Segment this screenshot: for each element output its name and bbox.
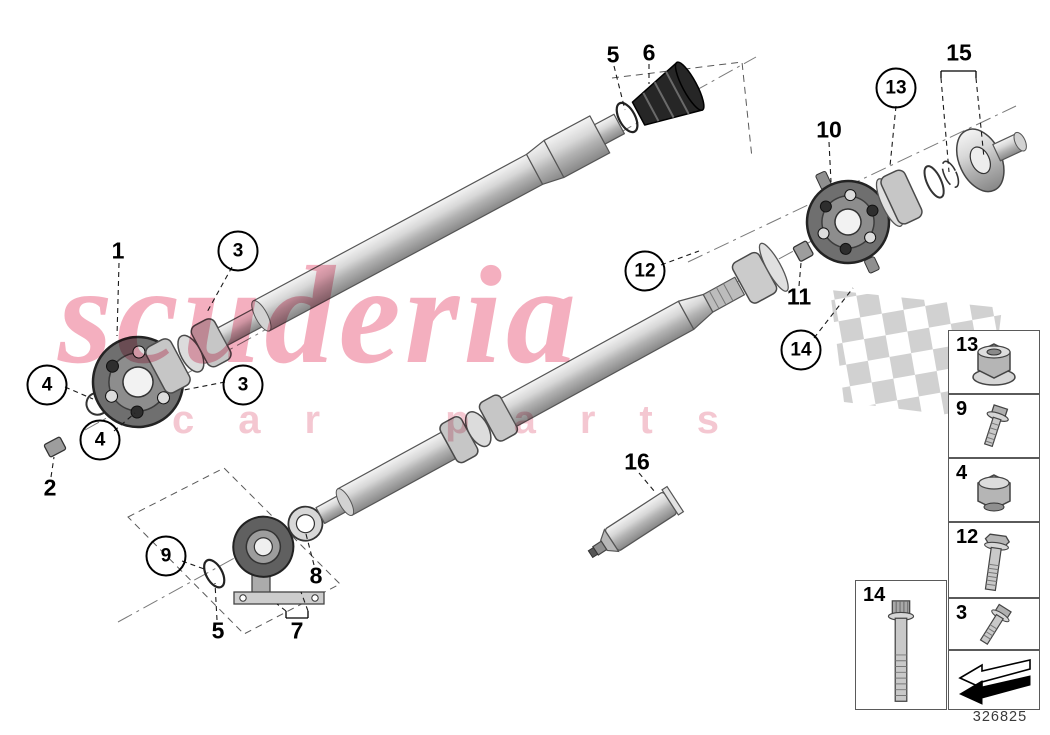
rear-driveshaft	[203, 240, 814, 589]
shaft-tube-rear-2	[500, 276, 746, 427]
center-mount-rubber	[232, 515, 295, 578]
legend-label-12: 12	[956, 526, 979, 548]
callout-4-left[interactable]: 4	[26, 364, 68, 406]
cv-flange	[955, 128, 1027, 193]
callout-3-upper[interactable]: 3	[217, 230, 259, 272]
spline-bolt-icon	[887, 599, 915, 702]
flex-disc-rear	[805, 179, 891, 265]
callout-4-lower[interactable]: 4	[79, 419, 121, 461]
flange-nut-icon	[972, 343, 1016, 387]
legend-item-4[interactable]: 4	[948, 458, 1040, 522]
output-flange-fork	[875, 169, 923, 228]
construction-lines	[127, 61, 753, 635]
callout-10[interactable]: 10	[816, 116, 842, 143]
callout-6[interactable]: 6	[642, 39, 656, 66]
front-driveshaft	[85, 61, 705, 429]
legend-label-3: 3	[956, 602, 968, 624]
legend-item-9[interactable]: 9	[948, 394, 1040, 458]
direction-arrow-icon	[958, 659, 1031, 706]
hex-screw-icon	[983, 404, 1009, 448]
leader-lines	[50, 64, 985, 621]
output-fork	[731, 242, 789, 304]
direction-indicator-box[interactable]	[948, 650, 1040, 710]
callout-13[interactable]: 13	[875, 67, 917, 109]
callout-9[interactable]: 9	[145, 535, 187, 577]
callout-8[interactable]: 8	[309, 562, 323, 589]
legend-label-13: 13	[956, 334, 979, 356]
callout-11[interactable]: 11	[786, 283, 812, 310]
part-number: 326825	[972, 709, 1028, 725]
disc-bolt-sleeves	[815, 170, 880, 274]
callout-1[interactable]: 1	[111, 237, 125, 264]
legend-label-14: 14	[863, 584, 886, 606]
dust-ring	[203, 558, 226, 589]
callout-5-rear[interactable]: 5	[211, 617, 225, 644]
center-bearing	[287, 505, 324, 542]
hex-bolt-icon	[979, 603, 1012, 646]
callout-12[interactable]: 12	[624, 250, 666, 292]
callout-15[interactable]: 15	[946, 39, 972, 66]
shaft-tube-rear	[315, 431, 457, 525]
callout-16[interactable]: 16	[624, 448, 650, 475]
callout-2[interactable]: 2	[43, 474, 57, 501]
legend-item-13[interactable]: 13	[948, 330, 1040, 394]
lock-washer	[923, 165, 945, 199]
pilot-bushing	[792, 240, 814, 262]
cv-joint-assembly	[805, 128, 1027, 274]
callout-7[interactable]: 7	[290, 617, 304, 644]
long-bolt-icon	[984, 533, 1011, 592]
callout-14[interactable]: 14	[780, 329, 822, 371]
cv-boot	[631, 61, 705, 126]
legend-item-14[interactable]: 14	[855, 580, 947, 710]
grease-tube	[587, 485, 685, 559]
legend-item-12[interactable]: 12	[948, 522, 1040, 598]
callout-brackets	[285, 70, 977, 619]
callout-5-front[interactable]: 5	[606, 41, 620, 68]
universal-joint-front	[145, 318, 232, 394]
callout-3-middle[interactable]: 3	[222, 364, 264, 406]
legend-label-9: 9	[956, 398, 968, 420]
shaft-tube-front	[217, 113, 625, 347]
snap-ring-rear	[941, 160, 960, 188]
bushing-part	[43, 436, 67, 458]
legend-item-3[interactable]: 3	[948, 598, 1040, 650]
legend-label-4: 4	[956, 462, 968, 484]
snap-ring-front	[615, 101, 639, 134]
lock-nut-icon	[977, 474, 1011, 512]
